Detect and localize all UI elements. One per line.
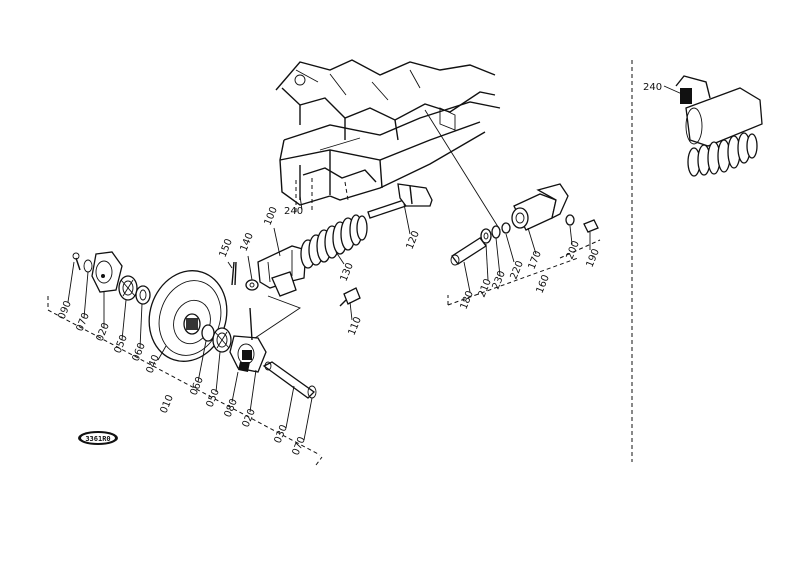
idler-assembly-drawing: [72, 251, 317, 399]
part-label-060-b: 060: [189, 375, 206, 397]
part-label-150: 150: [218, 237, 235, 259]
part-label-020-b: 020: [241, 407, 258, 429]
assembly-lines: [47, 60, 633, 466]
part-label-130: 130: [339, 261, 356, 283]
part-label-170: 170: [527, 249, 544, 271]
part-label-230: 230: [491, 269, 508, 291]
part-label-030: 030: [273, 423, 290, 445]
part-label-100: 100: [263, 205, 280, 227]
grease-cylinder-assembly-drawing: [450, 183, 599, 266]
part-label-190: 190: [585, 247, 602, 269]
part-label-240-inset: 240: [643, 82, 662, 93]
part-label-050: 050: [113, 333, 130, 355]
part-label-160: 160: [535, 273, 552, 295]
part-label-040: 040: [145, 353, 162, 375]
track-frame-drawing: [275, 59, 501, 212]
part-label-180: 180: [459, 289, 476, 311]
part-label-110: 110: [347, 315, 364, 337]
part-label-140: 140: [239, 231, 256, 253]
part-label-050-b: 050: [205, 387, 222, 409]
recoil-spring-assembly-drawing: [231, 183, 433, 307]
logo-text: 3361R0: [85, 435, 110, 443]
part-label-240: 240: [284, 206, 303, 217]
leader-lines: [67, 85, 683, 441]
part-label-200: 200: [565, 239, 582, 261]
kubota-logo-badge: 3361R0: [78, 431, 118, 445]
part-label-060: 060: [131, 341, 148, 363]
part-label-070: 070: [75, 311, 92, 333]
part-label-070-b: 070: [291, 435, 308, 457]
part-label-010: 010: [159, 393, 176, 415]
part-label-080: 080: [223, 397, 240, 419]
part-label-020: 020: [95, 321, 112, 343]
inset-spring-cover-drawing: [675, 75, 763, 177]
part-label-090: 090: [57, 299, 74, 321]
part-label-120: 120: [405, 229, 422, 251]
